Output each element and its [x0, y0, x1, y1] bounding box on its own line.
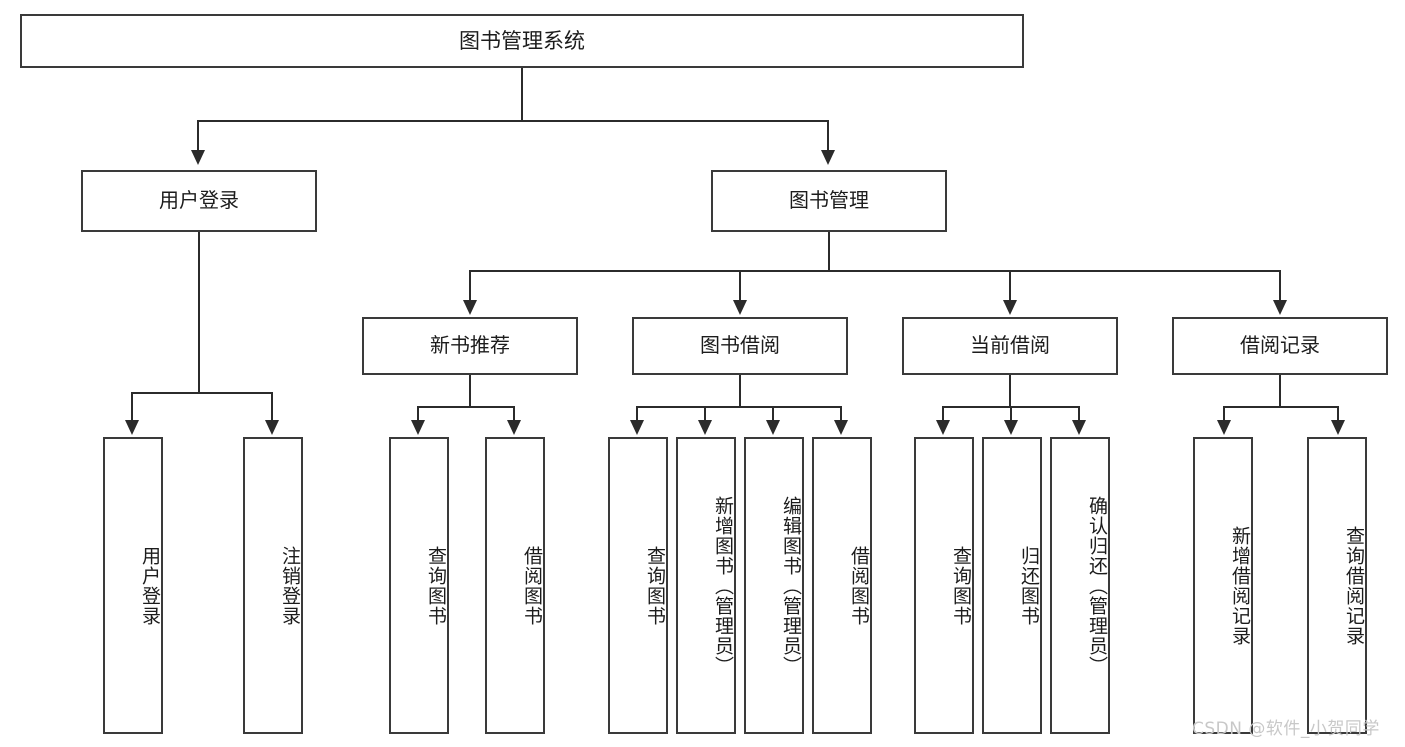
node-label: 新书推荐: [430, 333, 510, 358]
connector-book-borrow-leaf2: [704, 406, 706, 422]
arrow-current-borrow-leaf3: [1072, 420, 1086, 435]
node-label: 查询图书: [425, 545, 447, 626]
connector-borrow-record-bus: [1223, 406, 1337, 408]
connector-new-book-trunk: [469, 375, 471, 406]
leaf-book-borrow-edit[interactable]: 编辑图书（管理员）: [744, 437, 804, 734]
arrow-book-borrow-leaf1: [630, 420, 644, 435]
leaf-current-borrow-confirm[interactable]: 确认归还（管理员）: [1050, 437, 1110, 734]
connector-current-borrow-leaf2: [1010, 406, 1012, 422]
connector-book-borrow-trunk: [739, 375, 741, 406]
node-label: 确认归还（管理员）: [1086, 495, 1108, 676]
connector-to-book-manage: [827, 120, 829, 152]
connector-current-borrow-leaf1: [942, 406, 944, 422]
leaf-book-borrow-borrow[interactable]: 借阅图书: [812, 437, 872, 734]
connector-user-login-leaf2: [271, 392, 273, 422]
arrow-to-borrow-record: [1273, 300, 1287, 315]
arrow-to-book-borrow: [733, 300, 747, 315]
node-user-login[interactable]: 用户登录: [81, 170, 317, 232]
connector-to-new-book: [469, 270, 471, 302]
node-label: 归还图书: [1018, 545, 1040, 626]
arrow-user-login-leaf1: [125, 420, 139, 435]
arrow-to-user-login: [191, 150, 205, 165]
arrow-to-current-borrow: [1003, 300, 1017, 315]
arrow-to-new-book: [463, 300, 477, 315]
connector-borrow-record-trunk: [1279, 375, 1281, 406]
connector-to-book-borrow: [739, 270, 741, 302]
node-label: 编辑图书（管理员）: [780, 495, 802, 676]
connector-book-borrow-bus: [636, 406, 842, 408]
node-label: 用户登录: [139, 545, 161, 626]
node-borrow-record[interactable]: 借阅记录: [1172, 317, 1388, 375]
node-label: 用户登录: [159, 188, 239, 213]
node-book-borrow[interactable]: 图书借阅: [632, 317, 848, 375]
leaf-user-login-login[interactable]: 用户登录: [103, 437, 163, 734]
connector-to-borrow-record: [1279, 270, 1281, 302]
node-book-management[interactable]: 图书管理: [711, 170, 947, 232]
arrow-book-borrow-leaf3: [766, 420, 780, 435]
arrow-user-login-leaf2: [265, 420, 279, 435]
connector-root-trunk: [521, 68, 523, 120]
arrow-to-book-manage: [821, 150, 835, 165]
arrow-current-borrow-leaf1: [936, 420, 950, 435]
connector-user-login-bus: [131, 392, 272, 394]
connector-user-login-leaf1: [131, 392, 133, 422]
connector-current-borrow-leaf3: [1078, 406, 1080, 422]
leaf-book-borrow-add[interactable]: 新增图书（管理员）: [676, 437, 736, 734]
connector-level2-bus: [197, 120, 829, 122]
node-label: 借阅图书: [848, 545, 870, 626]
node-new-book-recommend[interactable]: 新书推荐: [362, 317, 578, 375]
connector-borrow-record-leaf1: [1223, 406, 1225, 422]
node-label: 查询图书: [644, 545, 666, 626]
connector-book-manage-trunk: [828, 232, 830, 270]
leaf-new-book-borrow[interactable]: 借阅图书: [485, 437, 545, 734]
leaf-user-login-logout[interactable]: 注销登录: [243, 437, 303, 734]
connector-book-borrow-leaf1: [636, 406, 638, 422]
node-label: 新增借阅记录: [1229, 525, 1251, 646]
leaf-borrow-record-add[interactable]: 新增借阅记录: [1193, 437, 1253, 734]
node-label: 图书管理系统: [459, 28, 585, 53]
leaf-borrow-record-query[interactable]: 查询借阅记录: [1307, 437, 1367, 734]
connector-to-current-borrow: [1009, 270, 1011, 302]
arrow-book-borrow-leaf2: [698, 420, 712, 435]
arrow-borrow-record-leaf1: [1217, 420, 1231, 435]
node-label: 新增图书（管理员）: [712, 495, 734, 676]
arrow-book-borrow-leaf4: [834, 420, 848, 435]
connector-new-book-leaf1: [417, 406, 419, 422]
arrow-borrow-record-leaf2: [1331, 420, 1345, 435]
arrow-new-book-leaf1: [411, 420, 425, 435]
connector-book-borrow-leaf4: [840, 406, 842, 422]
leaf-book-borrow-query[interactable]: 查询图书: [608, 437, 668, 734]
connector-current-borrow-trunk: [1009, 375, 1011, 406]
connector-to-user-login: [197, 120, 199, 152]
arrow-current-borrow-leaf2: [1004, 420, 1018, 435]
arrow-new-book-leaf2: [507, 420, 521, 435]
node-label: 查询图书: [950, 545, 972, 626]
node-current-borrow[interactable]: 当前借阅: [902, 317, 1118, 375]
node-label: 注销登录: [279, 545, 301, 626]
node-label: 借阅图书: [521, 545, 543, 626]
node-label: 查询借阅记录: [1343, 525, 1365, 646]
node-label: 当前借阅: [970, 333, 1050, 358]
connector-new-book-bus: [417, 406, 515, 408]
connector-level3-bus: [469, 270, 1281, 272]
leaf-current-borrow-return[interactable]: 归还图书: [982, 437, 1042, 734]
node-root-system[interactable]: 图书管理系统: [20, 14, 1024, 68]
connector-new-book-leaf2: [513, 406, 515, 422]
node-label: 图书管理: [789, 188, 869, 213]
leaf-new-book-query[interactable]: 查询图书: [389, 437, 449, 734]
connector-user-login-trunk: [198, 232, 200, 392]
connector-book-borrow-leaf3: [772, 406, 774, 422]
node-label: 借阅记录: [1240, 333, 1320, 358]
connector-borrow-record-leaf2: [1337, 406, 1339, 422]
leaf-current-borrow-query[interactable]: 查询图书: [914, 437, 974, 734]
node-label: 图书借阅: [700, 333, 780, 358]
